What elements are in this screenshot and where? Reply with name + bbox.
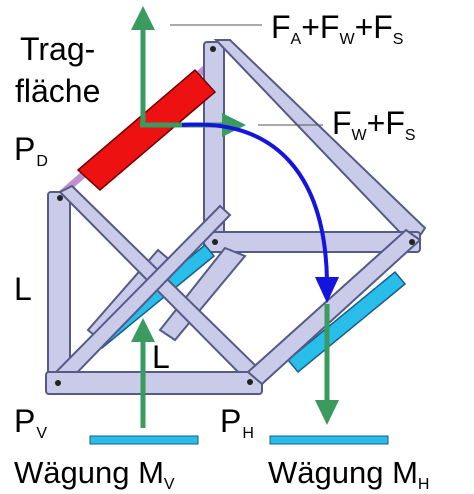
length-diag-label: L <box>152 339 170 375</box>
front-frame <box>45 184 422 395</box>
pivot-bolts <box>55 46 415 386</box>
scale-bar-rear <box>269 435 389 445</box>
rotation-arrowhead <box>315 277 339 303</box>
force-total-label: FA+FW+FS <box>271 9 403 48</box>
weigh-h-label: Wägung MH <box>268 455 429 493</box>
rotation-arrow <box>181 122 329 281</box>
point-d-label: PD <box>14 131 48 170</box>
point-v-label: PV <box>14 403 47 442</box>
front-weigh-arrow <box>131 318 155 428</box>
point-h-label: PH <box>220 403 254 442</box>
scale-pad-rear <box>286 270 407 374</box>
wing-label-line1: Trag- <box>20 31 95 67</box>
rear-weigh-arrow <box>315 304 339 425</box>
force-drag-label: FW+FS <box>332 105 416 144</box>
wing-label-line2: fläche <box>15 73 100 109</box>
scale-bar-front <box>89 435 199 445</box>
lift-force-arrow <box>131 6 155 125</box>
length-left-label: L <box>14 271 32 307</box>
weigh-v-label: Wägung MV <box>14 455 175 493</box>
wing <box>76 68 217 191</box>
